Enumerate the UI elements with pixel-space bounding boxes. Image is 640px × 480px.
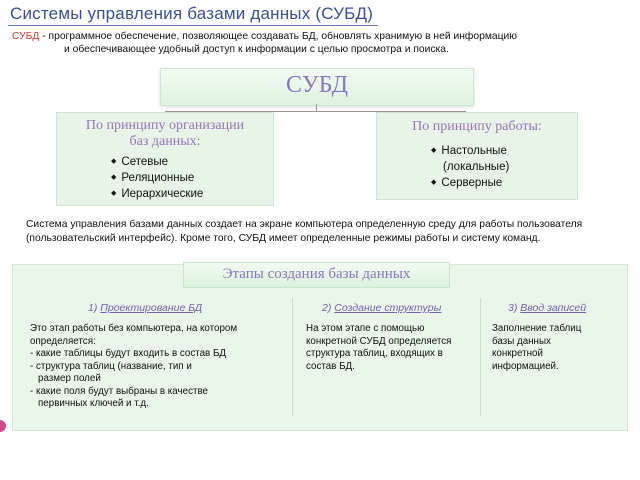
- list-item: Сетевые: [111, 155, 203, 171]
- stage-1-item: первичных ключей и т.д.: [38, 398, 149, 409]
- stage-3-name: Ввод записей: [520, 302, 587, 314]
- stage-2-heading: 2) Создание структуры: [322, 302, 441, 314]
- intro-line-1: - программное обеспечение, позволяющее с…: [39, 31, 517, 42]
- slide-title: Системы управления базами данных (СУБД): [10, 4, 374, 23]
- tree-line-vertical-center: [316, 104, 317, 111]
- stage-1-number: 1): [88, 302, 98, 314]
- tree-line-horizontal: [165, 111, 465, 112]
- panel-operation: По принципу работы: Настольные (локальны…: [376, 112, 578, 200]
- subd-label: СУБД: [286, 72, 348, 98]
- stages-banner: Этапы создания базы данных: [183, 262, 450, 288]
- stage-3-heading: 3) Ввод записей: [508, 302, 586, 314]
- stage-divider-1: [292, 298, 293, 416]
- stage-1-text: Это этап работы без компьютера, на котор…: [30, 323, 280, 411]
- list-item-continuation: (локальные): [443, 161, 510, 173]
- description-paragraph: Система управления базами данных создает…: [26, 219, 583, 244]
- stage-3-number: 3): [508, 302, 518, 314]
- subd-banner: СУБД: [160, 68, 474, 106]
- slide: Системы управления базами данных (СУБД) …: [0, 0, 640, 430]
- stage-1-item: размер полей: [38, 373, 101, 384]
- stage-1-item: - структура таблиц (название, тип и: [30, 360, 192, 372]
- list-item: Настольные: [431, 144, 509, 160]
- list-item: Иерархические: [111, 187, 203, 203]
- stage-3-text: Заполнение таблиц базы данных конкретной…: [492, 323, 582, 372]
- organization-types-list: Сетевые Реляционные Иерархические: [111, 155, 203, 203]
- stages-area: [12, 264, 628, 431]
- operation-types-list: Настольные (локальные) Серверные: [431, 144, 509, 192]
- stage-divider-2: [480, 298, 481, 416]
- intro-line-2: и обеспечивающее удобный доступ к информ…: [64, 44, 449, 55]
- stage-1-heading: 1) Проектирование БД: [88, 302, 202, 314]
- panel-organization: По принципу организации баз данных: Сете…: [56, 112, 274, 206]
- list-item: Реляционные: [111, 171, 203, 187]
- intro-key-term: СУБД: [12, 31, 40, 42]
- panel-organization-heading: По принципу организации баз данных:: [57, 118, 273, 150]
- list-item: Серверные: [431, 176, 509, 192]
- stage-1-item: - какие поля будут выбраны в качестве: [30, 385, 209, 397]
- panel-operation-heading: По принципу работы:: [412, 119, 542, 134]
- panel-organization-heading-line2: баз данных:: [129, 134, 201, 149]
- stage-2-number: 2): [322, 302, 332, 314]
- panel-organization-heading-line1: По принципу организации: [85, 118, 245, 133]
- stage-1-name: Проектирование БД: [100, 302, 203, 314]
- stage-2-text: На этом этапе с помощью конкретной СУБД …: [306, 323, 452, 372]
- stage-1-intro: Это этап работы без компьютера, на котор…: [30, 323, 238, 347]
- stage-1-item: - какие таблицы будут входить в состав Б…: [30, 348, 227, 359]
- title-underline: [8, 25, 378, 26]
- stage-2-name: Создание структуры: [334, 302, 442, 314]
- corner-marker: [0, 420, 6, 432]
- intro-text: СУБД - программное обеспечение, позволяю…: [12, 30, 627, 56]
- stages-title: Этапы создания базы данных: [222, 266, 411, 282]
